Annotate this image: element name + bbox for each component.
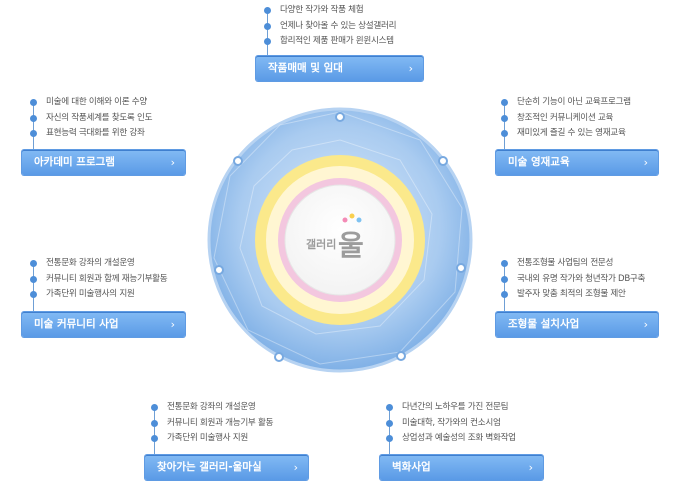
inner-circle [284,184,396,296]
list-item: 전통문화 강좌의 개설운영 [151,400,273,416]
list-item: 다양한 작가와 작품 체험 [264,3,396,19]
logo-large-text: 울 [338,229,364,262]
visiting-list: 전통문화 강좌의 개설운영 커뮤니티 회원과 개능기부 활동 가족단위 미술행사… [151,400,273,458]
community-list: 전통문화 강좌의 개설운영 커뮤니티 회원과 함께 재능기부활동 가족단위 미술… [30,256,168,314]
bullet-dot-icon [501,130,508,137]
bullet-dot-icon [386,419,393,427]
chevron-right-icon: › [643,318,648,331]
sculpture-button-label: 조형물 설치사업 [508,318,580,330]
mural-list: 다년간의 노하우를 가진 전문팀 미술대학, 작가와의 컨소시엄 상업성과 예술… [386,400,516,458]
list-item: 가족단위 미술행사 지원 [151,431,273,447]
trade-list: 다양한 작가와 작품 체험 언제나 찾아올 수 있는 상설갤러리 합리적인 제품… [264,3,397,61]
bullet-dot-icon [30,260,37,267]
group-community: 전통문화 강좌의 개설운영 커뮤니티 회원과 함께 재능기부활동 가족단위 미술… [30,256,168,314]
trade-button-label: 작품매매 및 임대 [268,62,343,74]
bullet-dot-icon [30,130,37,137]
group-trade: 다양한 작가와 작품 체험 언제나 찾아올 수 있는 상설갤러리 합리적인 제품… [264,3,397,61]
list-item: 단순히 기능이 아닌 교육프로그램 [501,95,631,111]
chevron-right-icon: › [170,318,175,331]
group-visiting: 전통문화 강좌의 개설운영 커뮤니티 회원과 개능기부 활동 가족단위 미술행사… [151,400,273,458]
bullet-dot-icon [264,38,271,45]
bullet-dot-icon [264,7,271,14]
mural-button[interactable]: 벽화사업 › [380,455,543,480]
bullet-dot-icon [30,275,37,283]
list-item: 합리적인 제품 판매가 윈윈시스템 [264,34,396,50]
bullet-dot-icon [501,260,508,267]
community-button[interactable]: 미술 커뮤니티 사업 › [22,312,185,337]
trade-button[interactable]: 작품매매 및 임대 › [256,56,423,81]
bullet-dot-icon [386,435,393,442]
academy-button[interactable]: 아카데미 프로그램 › [22,150,185,175]
list-item: 커뮤니티 회원과 개능기부 활동 [151,416,273,432]
list-item: 표현능력 극대화를 위한 강좌 [30,126,152,142]
list-item: 커뮤니티 회원과 함께 재능기부활동 [30,272,168,288]
gifted-list: 단순히 기능이 아닌 교육프로그램 창조적인 커뮤니케이션 교육 재미있게 즐길… [501,95,631,153]
logo-small-text: 갤러리 [306,237,336,251]
sculpture-list: 전통조형물 사업팀의 전문성 국내외 유명 작가와 청년작가 DB구축 발주자 … [501,256,645,314]
bullet-dot-icon [30,99,37,106]
group-academy: 미술에 대한 이해와 이론 수양 자신의 작품세계를 찾도록 인도 표현능력 극… [30,95,152,153]
list-item: 창조적인 커뮤니케이션 교육 [501,111,631,127]
mural-button-label: 벽화사업 [392,461,431,473]
list-item: 재미있게 즐길 수 있는 영재교육 [501,126,631,142]
bullet-dot-icon [264,22,271,30]
facet-lines [213,111,463,365]
group-mural: 다년간의 노하우를 가진 전문팀 미술대학, 작가와의 컨소시엄 상업성과 예술… [386,400,516,458]
bullet-dot-icon [151,435,158,442]
list-item: 미술대학, 작가와의 컨소시엄 [386,416,516,432]
academy-button-label: 아카데미 프로그램 [34,156,115,168]
list-item: 발주자 맞춤 최적의 조형물 제안 [501,287,645,303]
list-item: 언제나 찾아올 수 있는 상설갤러리 [264,19,397,35]
list-item: 다년간의 노하우를 가진 전문팀 [386,400,516,416]
visiting-button-label: 찾아가는 갤러리-울마실 [157,461,262,473]
bullet-dot-icon [151,419,158,427]
list-item: 자신의 작품세계를 찾도록 인도 [30,111,152,127]
academy-list: 미술에 대한 이해와 이론 수양 자신의 작품세계를 찾도록 인도 표현능력 극… [30,95,152,153]
logo-sparkle-icon [342,213,362,223]
chevron-right-icon: › [528,461,533,474]
bullet-dot-icon [501,99,508,106]
bullet-dot-icon [501,291,508,298]
bullet-dot-icon [30,291,37,298]
chevron-right-icon: › [293,461,298,474]
bullet-dot-icon [501,114,508,122]
list-item: 가족단위 미술행사의 지원 [30,287,167,303]
visiting-button[interactable]: 찾아가는 갤러리-울마실 › [145,455,308,480]
list-item: 전통문화 강좌의 개설운영 [30,256,167,272]
list-item: 미술에 대한 이해와 이론 수양 [30,95,152,111]
gifted-button[interactable]: 미술 영재교육 › [496,150,658,175]
gifted-button-label: 미술 영재교육 [508,156,570,168]
bullet-dot-icon [30,114,37,122]
bullet-dot-icon [386,404,393,411]
connector-nodes [214,112,466,362]
group-gifted: 단순히 기능이 아닌 교육프로그램 창조적인 커뮤니케이션 교육 재미있게 즐길… [501,95,631,153]
community-button-label: 미술 커뮤니티 사업 [34,318,119,330]
sculpture-button[interactable]: 조형물 설치사업 › [496,312,658,337]
bullet-dot-icon [501,275,508,283]
bullet-dot-icon [151,404,158,411]
chevron-right-icon: › [170,156,175,169]
chevron-right-icon: › [408,62,413,75]
chevron-right-icon: › [643,156,648,169]
list-item: 상업성과 예술성의 조화 벽화작업 [386,431,516,447]
list-item: 전통조형물 사업팀의 전문성 [501,256,645,272]
group-sculpture: 전통조형물 사업팀의 전문성 국내외 유명 작가와 청년작가 DB구축 발주자 … [501,256,645,314]
list-item: 국내외 유명 작가와 청년작가 DB구축 [501,272,645,288]
